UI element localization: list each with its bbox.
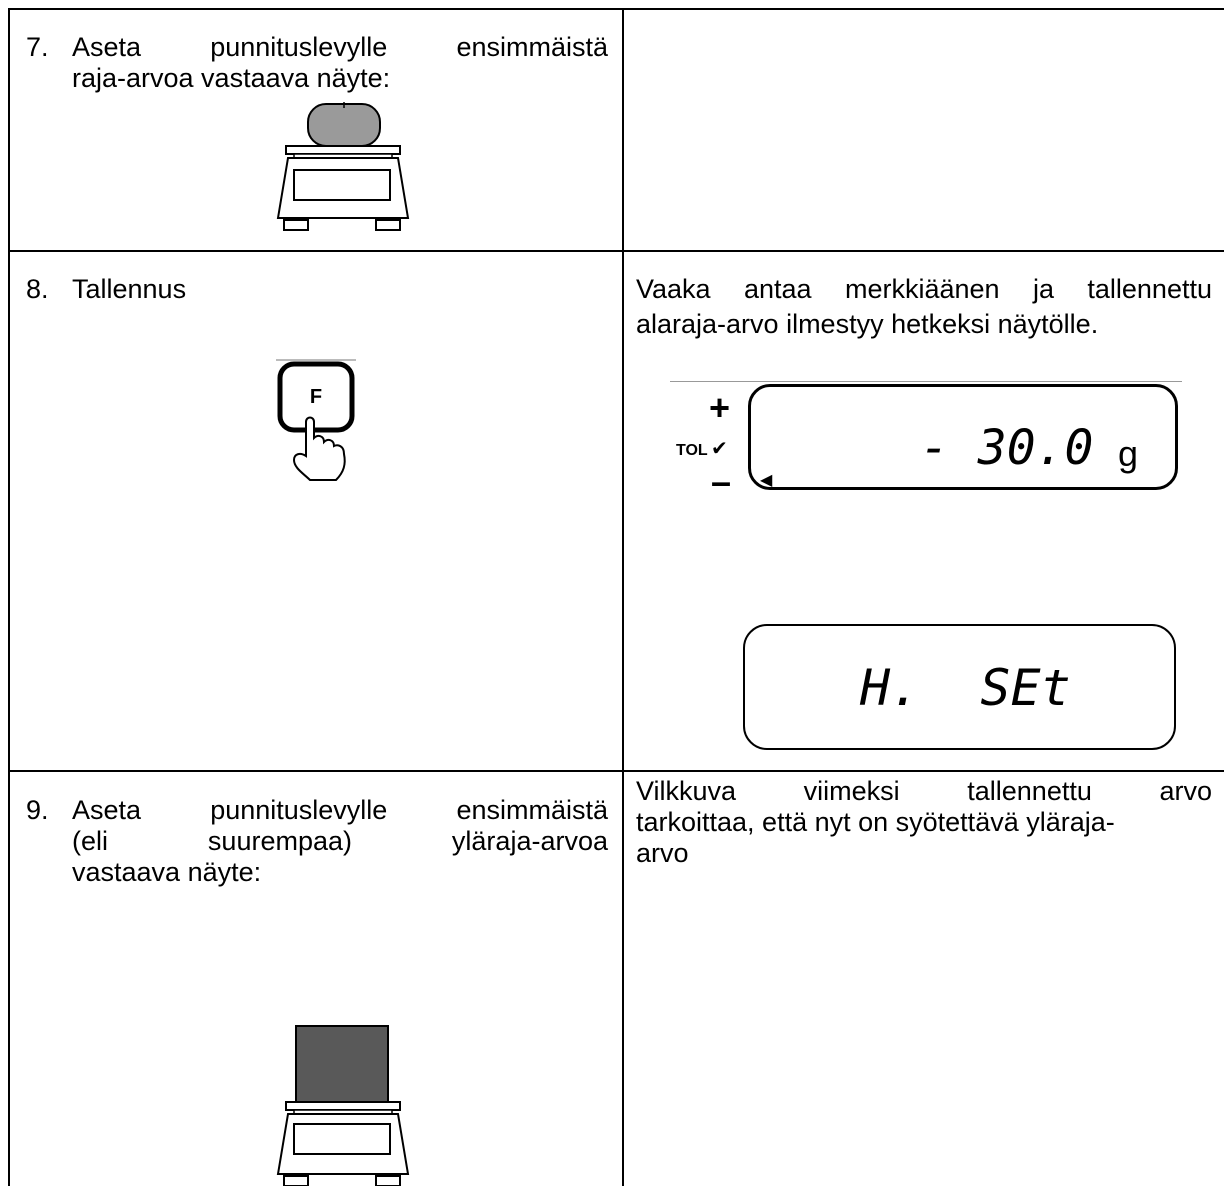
description-line: Vaaka antaa merkkiäänen ja tallennettu [636,274,1212,304]
scale-with-round-weight-icon [276,102,410,231]
instruction-line: raja-arvoa vastaava näyte: [72,63,391,93]
scale-with-box-weight-icon [276,1025,410,1186]
tol-label: TOL [676,442,708,459]
f-key-press-icon: F [276,359,356,481]
unit-label: g [1118,433,1139,474]
instruction-line: vastaava näyte: [72,857,262,887]
minus-indicator: – [711,461,732,502]
separator-line [670,381,1182,382]
description-line: alaraja-arvo ilmestyy hetkeksi näytölle. [636,309,1099,339]
weight-value: - 30.0 [920,420,1094,476]
table-border-middle [622,8,624,1186]
check-icon: ✔ [711,438,728,460]
display-frame [748,384,1178,490]
key-label: F [310,386,322,408]
step-number: 7. [26,32,49,62]
description-line: arvo [636,838,689,868]
arrow-indicator: ◀ [760,472,773,489]
display-text: H. SEt [860,659,1071,717]
table-border-top [8,8,1224,10]
table-border-left [8,8,10,1186]
step-number: 9. [26,795,49,825]
instruction-line: Aseta punnituslevylle ensimmäistä [72,32,608,62]
instruction-line: (eli suurempaa) yläraja-arvoa [72,826,608,856]
description-line: tarkoittaa, että nyt on syötettävä ylära… [636,807,1115,837]
instruction-line: Tallennus [72,274,187,304]
description-line: Vilkkuva viimeksi tallennettu arvo [636,776,1212,806]
row-divider-2 [8,770,1224,772]
step-number: 8. [26,274,49,304]
row-divider-1 [8,250,1224,252]
plus-indicator: + [709,387,731,428]
display-frame [743,624,1176,750]
instruction-line: Aseta punnituslevylle ensimmäistä [72,795,608,825]
